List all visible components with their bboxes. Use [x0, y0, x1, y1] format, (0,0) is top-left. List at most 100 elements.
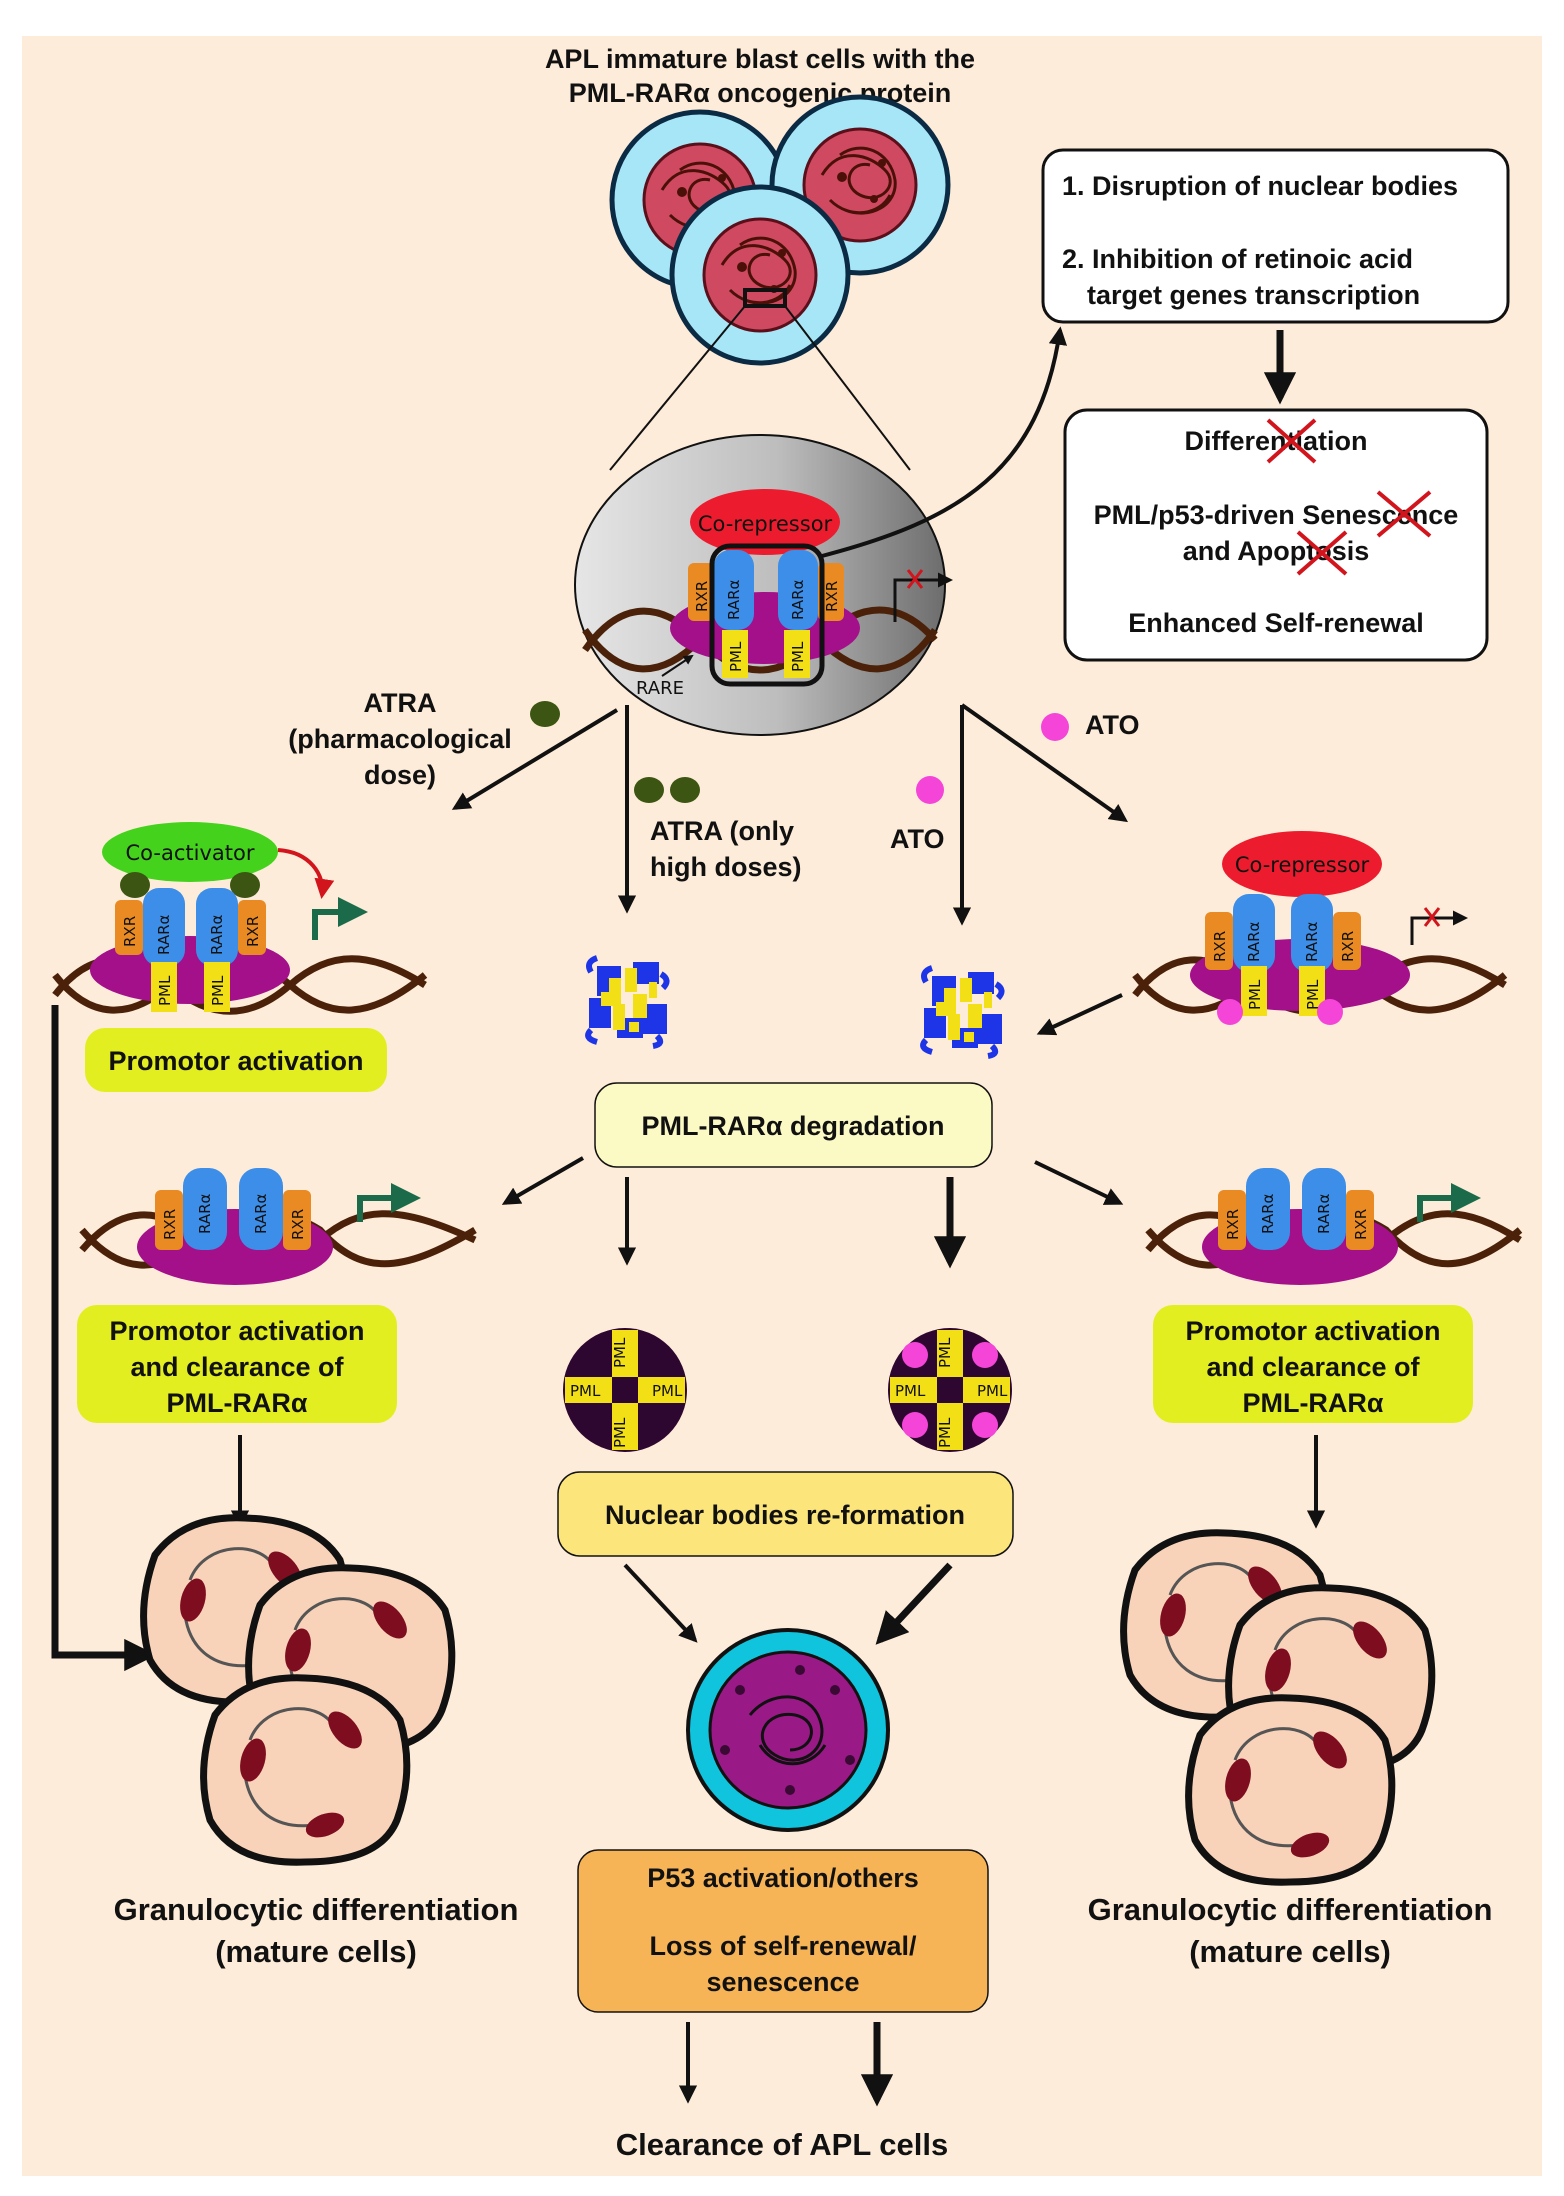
arrow-to-ato-right [960, 703, 1129, 823]
clearance-left-line1: Promotor activation [109, 1316, 364, 1346]
svg-text:RXR: RXR [244, 916, 262, 947]
granulocytic-right-line1: Granulocytic differentiation [1088, 1892, 1493, 1927]
nuclear-body-left: PML PML PML PML [563, 1328, 687, 1452]
oncogenic-complex: Co-repressor RXR RXR RARα RARα PML PML R… [582, 489, 953, 699]
svg-text:PML: PML [611, 1417, 629, 1448]
svg-text:RXR: RXR [161, 1209, 179, 1240]
clearance-apl-label: Clearance of APL cells [616, 2127, 949, 2162]
svg-text:RARα: RARα [1245, 922, 1263, 962]
arrow-degradation-right [1034, 1160, 1124, 1205]
atra-molecule-icon [530, 701, 560, 727]
clearance-right-line1: Promotor activation [1185, 1316, 1440, 1346]
nucleus-zoom-oval [574, 434, 946, 736]
ato-label-center: ATO [890, 824, 945, 854]
svg-text:PML: PML [209, 975, 227, 1006]
cross-senescence-icon [1376, 490, 1432, 538]
clearance-right-line2: and clearance of [1206, 1352, 1420, 1382]
co-activator [102, 822, 278, 882]
effects-box [1041, 148, 1510, 324]
svg-text:RXR: RXR [1211, 931, 1229, 962]
zoom-line-left [609, 305, 746, 471]
svg-text:PML: PML [977, 1382, 1008, 1400]
atra-pharm-line3: dose) [364, 760, 436, 790]
atra-molecule-icon [634, 777, 664, 803]
rare-label: RARE [636, 678, 684, 699]
promotor-activation-box [85, 1028, 387, 1092]
svg-text:RXR: RXR [121, 916, 139, 947]
atra-pharm-line1: ATRA [364, 688, 437, 718]
svg-text:RXR: RXR [1224, 1209, 1242, 1240]
cross-apoptosis-icon [1296, 530, 1348, 576]
svg-text:RARα: RARα [1303, 922, 1321, 962]
svg-text:PML: PML [936, 1337, 954, 1368]
blast-cells [612, 97, 948, 363]
p53-line2: Loss of self-renewal/ [649, 1931, 917, 1961]
svg-text:PML: PML [570, 1382, 601, 1400]
title-line1: APL immature blast cells with the [545, 44, 975, 74]
arrow-nb-to-senescent-left [623, 1563, 698, 1643]
blocked-senescence-line1: PML/p53-driven Senescence [1094, 500, 1459, 530]
granulocytic-left-line2: (mature cells) [215, 1934, 417, 1969]
svg-text:RXR: RXR [693, 581, 711, 612]
degradation-box [594, 1082, 993, 1168]
blocked-self-renewal: Enhanced Self-renewal [1128, 608, 1424, 638]
co-activator-label: Co-activator [126, 841, 255, 865]
nuclear-bodies-label: Nuclear bodies re-formation [605, 1500, 965, 1530]
ato-label-right: ATO [1085, 710, 1140, 740]
svg-text:PML: PML [652, 1382, 683, 1400]
clearance-left-line2: and clearance of [130, 1352, 344, 1382]
svg-text:RXR: RXR [289, 1209, 307, 1240]
atra-molecule-icon [670, 777, 700, 803]
p53-box [577, 1849, 989, 2013]
nuclear-bodies-box [557, 1471, 1014, 1557]
blocked-differentiation: Differentiation [1184, 426, 1367, 456]
zoom-line-right [784, 305, 911, 471]
cleared-complex-right: RXR RXR RARα RARα [1145, 1168, 1523, 1285]
svg-text:RARα: RARα [208, 915, 226, 955]
clearance-box-right [1153, 1305, 1473, 1423]
svg-text:RXR: RXR [1339, 931, 1357, 962]
svg-text:PML: PML [727, 641, 745, 672]
granulocytic-right-line2: (mature cells) [1189, 1934, 1391, 1969]
ato-molecule-icon [916, 776, 944, 804]
arrow-to-atra-pharm [451, 708, 619, 810]
co-repressor [1222, 831, 1382, 897]
co-repressor-label: Co-repressor [698, 512, 833, 536]
atra-pharm-line2: (pharmacological [288, 724, 512, 754]
p53-line1: P53 activation/others [647, 1863, 919, 1893]
blocked-box [1063, 408, 1489, 662]
arrow-degradation-left [501, 1156, 584, 1205]
svg-text:PML: PML [1246, 979, 1264, 1010]
senescent-cell [686, 1628, 890, 1832]
p53-line3: senescence [706, 1967, 859, 1997]
arrow-complex-to-effects [821, 326, 1068, 558]
svg-text:RARα: RARα [155, 915, 173, 955]
cross-differentiation-icon [1266, 418, 1317, 464]
co-repressor-label: Co-repressor [1235, 853, 1370, 877]
svg-text:RARα: RARα [252, 1194, 270, 1234]
svg-text:RARα: RARα [1315, 1194, 1333, 1234]
svg-text:RARα: RARα [789, 580, 807, 620]
svg-text:RXR: RXR [1352, 1209, 1370, 1240]
svg-text:PML: PML [156, 975, 174, 1006]
svg-text:RXR: RXR [823, 581, 841, 612]
co-repressor [690, 489, 840, 555]
arrow-direct-to-granulocytes [51, 1005, 157, 1672]
nuclear-body-right: PML PML PML PML [888, 1328, 1012, 1452]
clearance-left-line3: PML-RARα [166, 1388, 307, 1418]
degradation-label: PML-RARα degradation [641, 1111, 944, 1141]
granulocytic-left-line1: Granulocytic differentiation [114, 1892, 519, 1927]
effect-inhibition-line1: 2. Inhibition of retinoic acid [1062, 244, 1413, 274]
svg-text:PML: PML [1304, 979, 1322, 1010]
svg-text:RARα: RARα [1259, 1194, 1277, 1234]
svg-text:PML: PML [895, 1382, 926, 1400]
arrow-nb-to-senescent-right [875, 1562, 953, 1645]
ato-molecule-icon [1041, 713, 1069, 741]
clearance-right-line3: PML-RARα [1242, 1388, 1383, 1418]
blocked-senescence-line2: and Apoptosis [1183, 536, 1370, 566]
arrow-complex-to-degradation [1036, 993, 1123, 1036]
svg-text:PML: PML [789, 641, 807, 672]
svg-text:RARα: RARα [196, 1194, 214, 1234]
cleared-complex-left: RXR RXR RARα RARα [79, 1168, 477, 1285]
atra-high-line2: high doses) [650, 852, 802, 882]
